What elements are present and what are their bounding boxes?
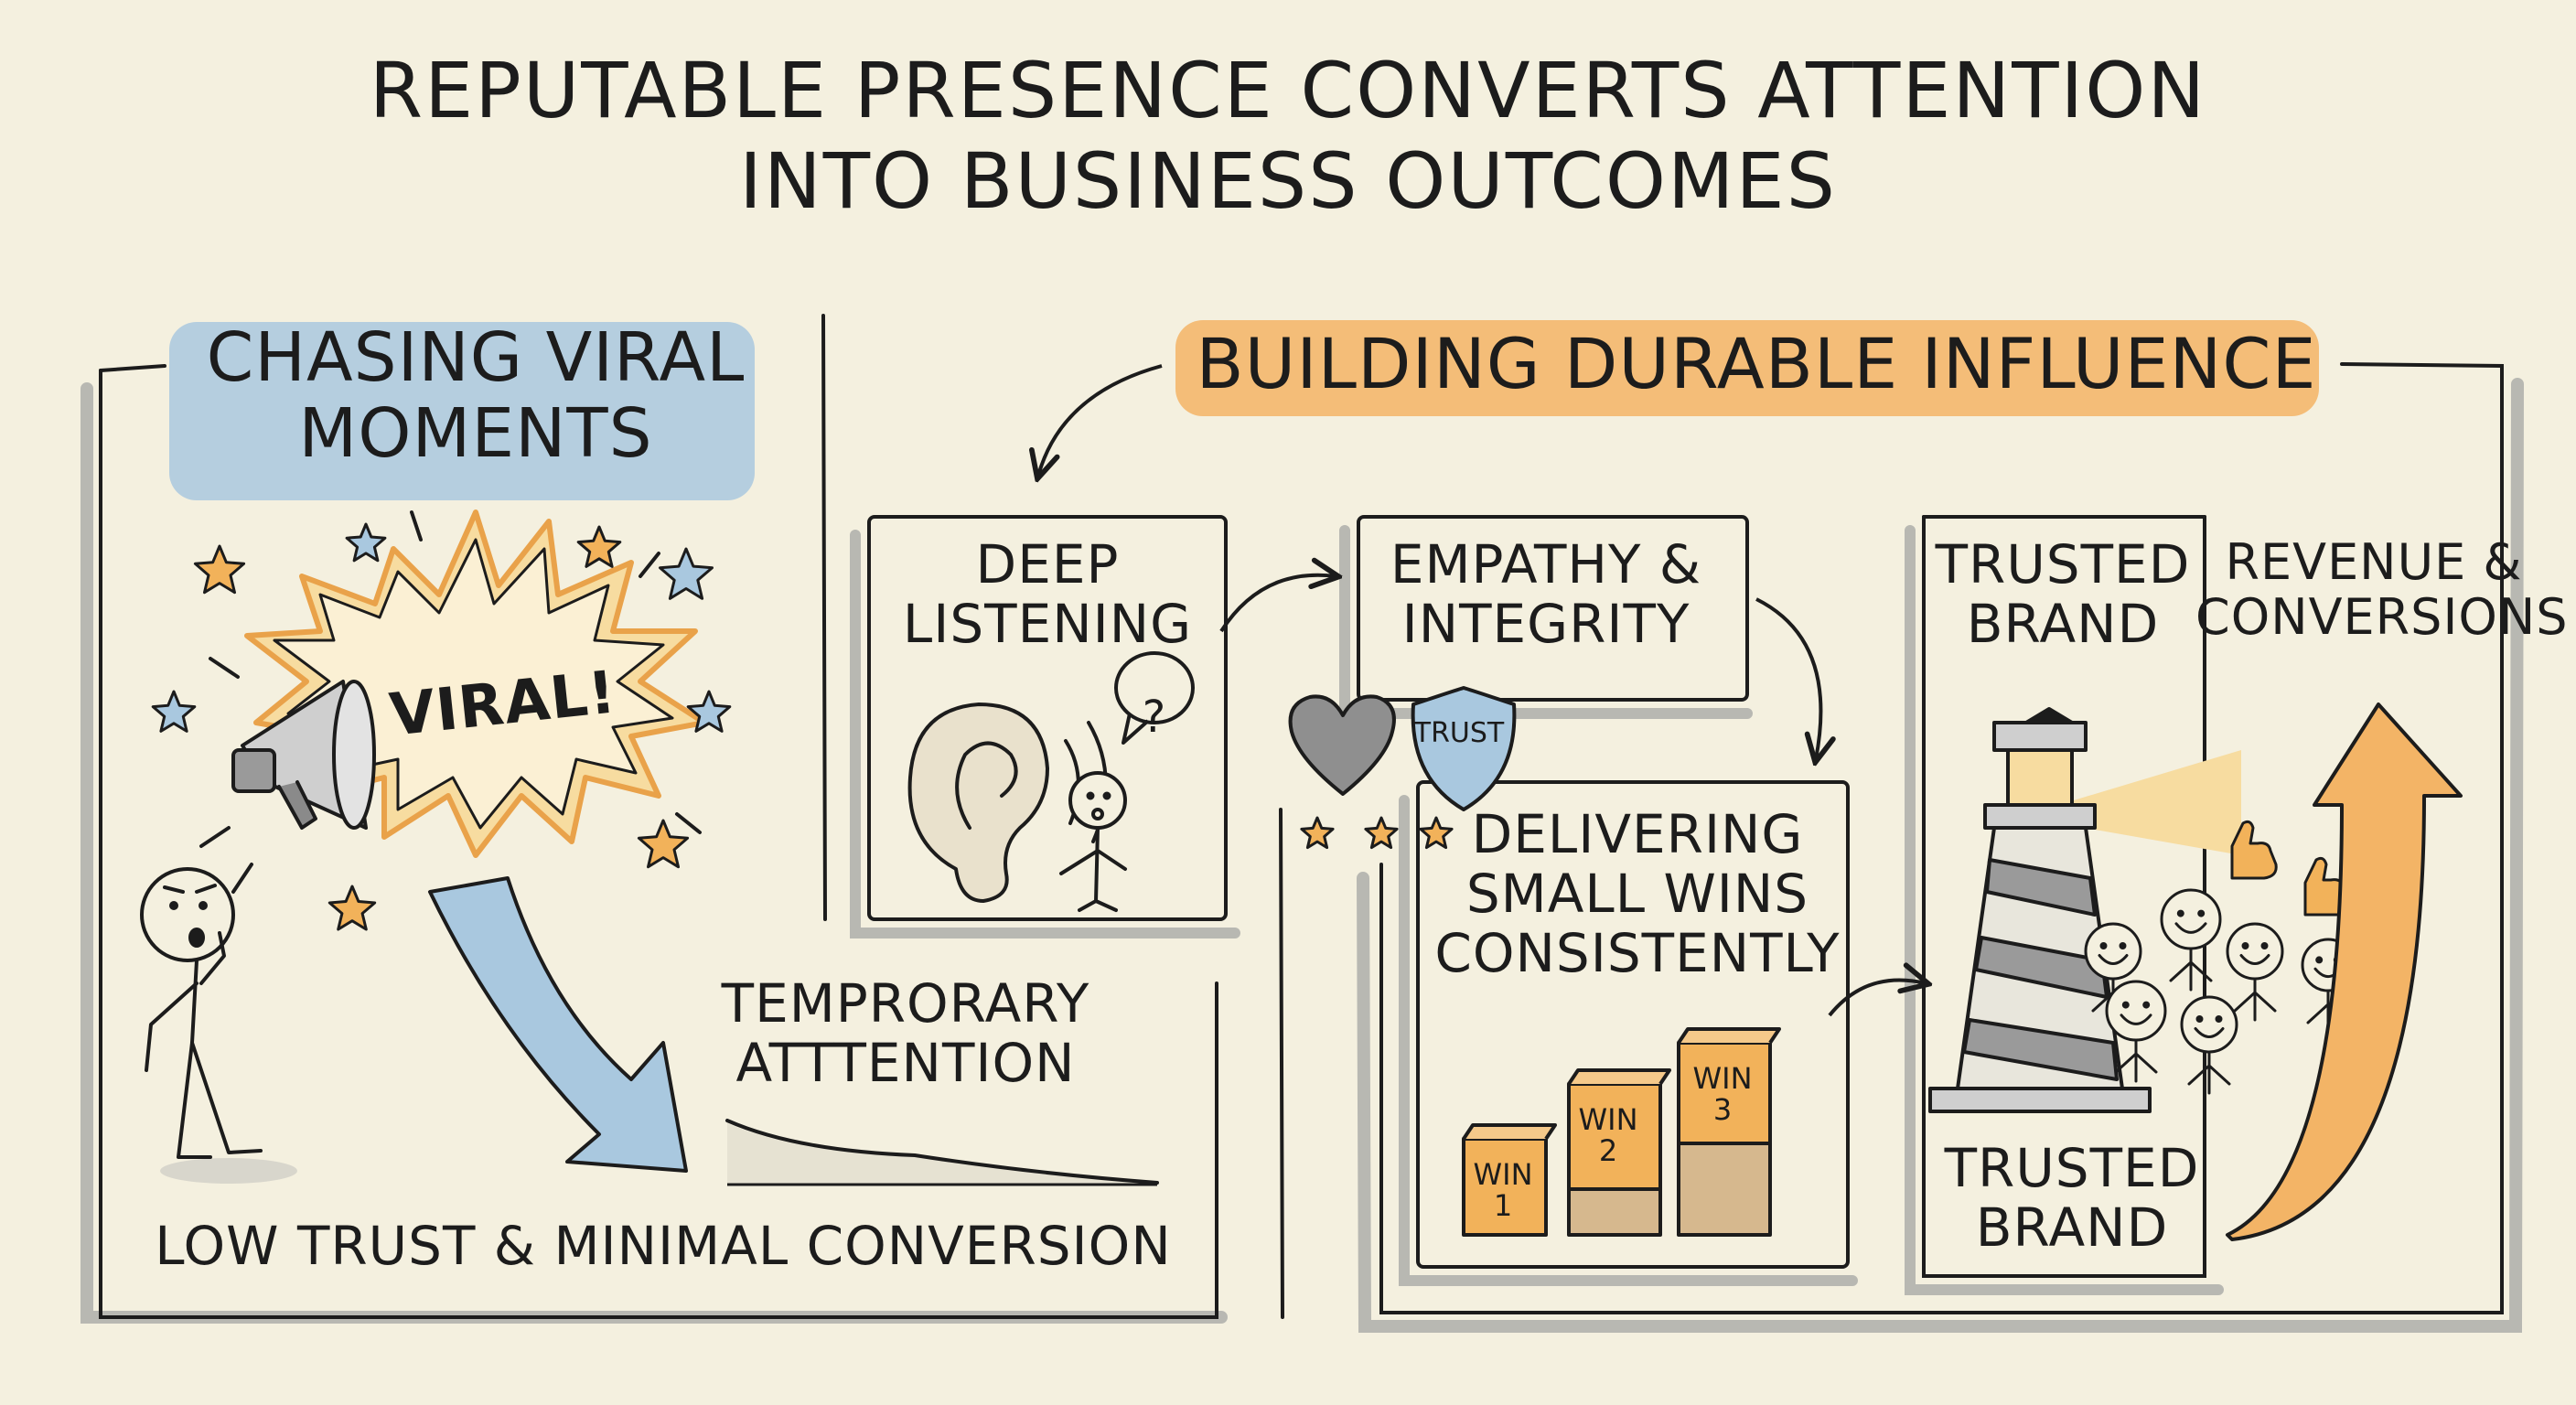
blue-down-arrow xyxy=(428,876,688,1173)
low-trust-label: LOW TRUST & MINIMAL CONVERSION xyxy=(155,1215,1172,1277)
thumbs-up-icon xyxy=(2230,820,2351,917)
win-2-label: WIN 2 xyxy=(1578,1102,1638,1168)
lighthouse-icon xyxy=(1928,707,2241,1113)
orange-up-arrow xyxy=(2226,702,2463,1241)
happy-crowd xyxy=(2084,888,2356,1095)
smiley-icon xyxy=(2180,995,2238,1095)
heart-icon xyxy=(1288,694,1396,796)
star-icon xyxy=(686,690,732,733)
rating-stars xyxy=(1300,816,1454,850)
temporary-attention-label: TEMPRORARY ATTTENTION xyxy=(721,972,1090,1094)
viral-heading-highlight xyxy=(169,322,755,500)
arrow-heading-to-listening xyxy=(1038,364,1163,476)
smiley-icon xyxy=(2226,922,2284,1022)
trusted-brand-label-bottom: TRUSTED BRAND xyxy=(1944,1137,2200,1259)
star-icon xyxy=(1419,816,1454,850)
revenue-conversions-label: REVENUE & CONVERSIONS xyxy=(2195,533,2569,647)
star-group xyxy=(151,522,732,931)
win-3-label: WIN 3 xyxy=(1692,1061,1753,1127)
speech-bubble-icon xyxy=(1114,651,1195,745)
star-icon xyxy=(193,544,246,595)
star-icon xyxy=(345,522,387,563)
viral-heading: CHASING VIRAL MOMENTS xyxy=(206,318,746,473)
star-icon xyxy=(576,525,622,568)
arrow-delivering-to-brand xyxy=(1828,981,1926,1017)
burst-lines xyxy=(199,510,702,894)
empathy-integrity-label: EMPATHY & INTEGRITY xyxy=(1390,533,1702,655)
decay-line xyxy=(725,1119,1159,1186)
right-panel-frame xyxy=(1279,362,2524,1333)
star-icon xyxy=(659,547,714,600)
win-boxes xyxy=(1462,1027,1781,1237)
arrow-empathy-to-delivering xyxy=(1755,597,1820,759)
deep-listening-label: DEEP LISTENING xyxy=(902,533,1193,655)
left-panel-frame xyxy=(80,314,1228,1324)
smiley-icon xyxy=(2160,888,2222,992)
arrow-listening-to-empathy xyxy=(1219,575,1336,633)
star-icon xyxy=(637,819,690,869)
listening-box xyxy=(850,515,1240,938)
stick-figure-worried xyxy=(140,867,297,1184)
stick-figure-listening xyxy=(1059,771,1127,912)
trust-badge-label: TRUST xyxy=(1413,717,1505,749)
durable-heading-highlight xyxy=(1175,320,2319,416)
page-title: REPUTABLE PRESENCE CONVERTS ATTENTION IN… xyxy=(369,46,2207,227)
shield-icon xyxy=(1411,686,1517,811)
star-icon xyxy=(1364,816,1399,850)
delivering-box xyxy=(1399,780,1858,1286)
star-icon xyxy=(1300,816,1335,850)
smiley-icon xyxy=(2105,980,2167,1083)
megaphone-icon xyxy=(231,680,376,830)
star-icon xyxy=(151,690,197,733)
win-1-label: WIN 1 xyxy=(1473,1157,1533,1223)
durable-heading: BUILDING DURABLE INFLUENCE xyxy=(1196,323,2317,404)
trusted-brand-label-top: TRUSTED BRAND xyxy=(1935,533,2191,655)
star-icon xyxy=(327,885,377,931)
delivering-wins-label: DELIVERING SMALL WINS CONSISTENTLY xyxy=(1434,803,1841,984)
question-mark: ? xyxy=(1142,692,1167,743)
